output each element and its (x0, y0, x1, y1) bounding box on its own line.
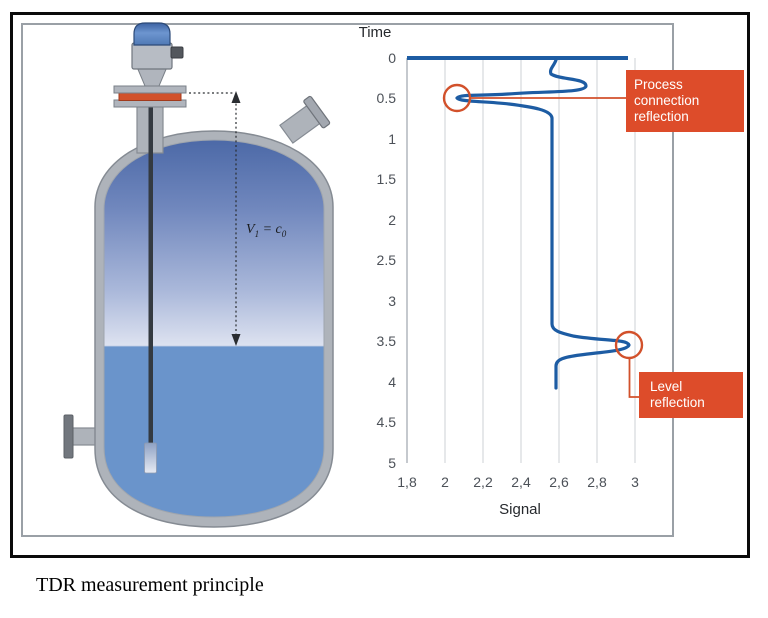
nozzle-flange (303, 95, 331, 129)
sensor-cap (133, 22, 171, 46)
flange-upper-plate (113, 85, 187, 94)
probe-end-weight (144, 442, 157, 474)
y-tick-label: 2.5 (376, 252, 396, 268)
x-tick-label: 2,2 (473, 474, 493, 490)
x-tick-label: 2,6 (549, 474, 569, 490)
y-tick-label: 1 (388, 131, 396, 147)
y-tick-label: 0 (388, 50, 396, 66)
flange-lower-plate (113, 99, 187, 108)
arrowhead-down (231, 334, 241, 346)
y-tick-label: 3.5 (376, 333, 396, 349)
x-tick-label: 2,8 (587, 474, 607, 490)
measurement-arrow (189, 91, 241, 346)
y-tick-label: 2 (388, 212, 396, 228)
flange-gasket (118, 92, 182, 101)
tank-interior-liquid (103, 139, 325, 518)
sensor-neck (136, 66, 168, 87)
nozzle-flange (63, 414, 74, 459)
x-tick-label: 2,4 (511, 474, 531, 490)
level-reflection-callout: Level reflection (639, 372, 743, 418)
y-tick-label: 3 (388, 293, 396, 309)
callout-line: Process (634, 77, 683, 92)
signal-trace (455, 58, 631, 390)
callout-line: connection (634, 93, 700, 108)
x-tick-label: 2 (441, 474, 449, 490)
wave-velocity-formula: V1 = c0 (246, 222, 286, 239)
process-connection-callout: Process connection reflection (626, 70, 744, 132)
formula-var: V (246, 222, 255, 237)
formula-var-sub: 1 (254, 228, 260, 239)
callout-line: Level (650, 379, 683, 394)
y-tick-label: 4.5 (376, 414, 396, 430)
probe-rod (148, 105, 153, 445)
callout-line: reflection (650, 395, 705, 410)
nozzle-pipe (71, 427, 99, 446)
formula-val: c (275, 222, 282, 237)
chart-gridlines (444, 58, 636, 463)
sensor-housing (131, 42, 173, 70)
y-axis-title: Time (358, 24, 392, 41)
x-axis-title: Signal (499, 501, 541, 518)
figure-caption: TDR measurement principle (36, 574, 264, 596)
y-tick-label: 0.5 (376, 90, 396, 106)
level-callout-connector (628, 358, 639, 398)
sensor-cable-connector (170, 46, 184, 59)
formula-val-sub: 0 (281, 228, 287, 239)
y-tick-label: 5 (388, 455, 396, 471)
callout-line: reflection (634, 109, 689, 124)
arrowhead-up (231, 91, 241, 103)
formula-equals: = (259, 222, 276, 237)
y-tick-label: 1.5 (376, 171, 396, 187)
x-tick-label: 1,8 (397, 474, 417, 490)
x-tick-label: 3 (631, 474, 639, 490)
tank-upper-right-nozzle (279, 95, 331, 144)
tank-lower-left-nozzle (63, 414, 99, 459)
y-tick-label: 4 (388, 374, 396, 390)
